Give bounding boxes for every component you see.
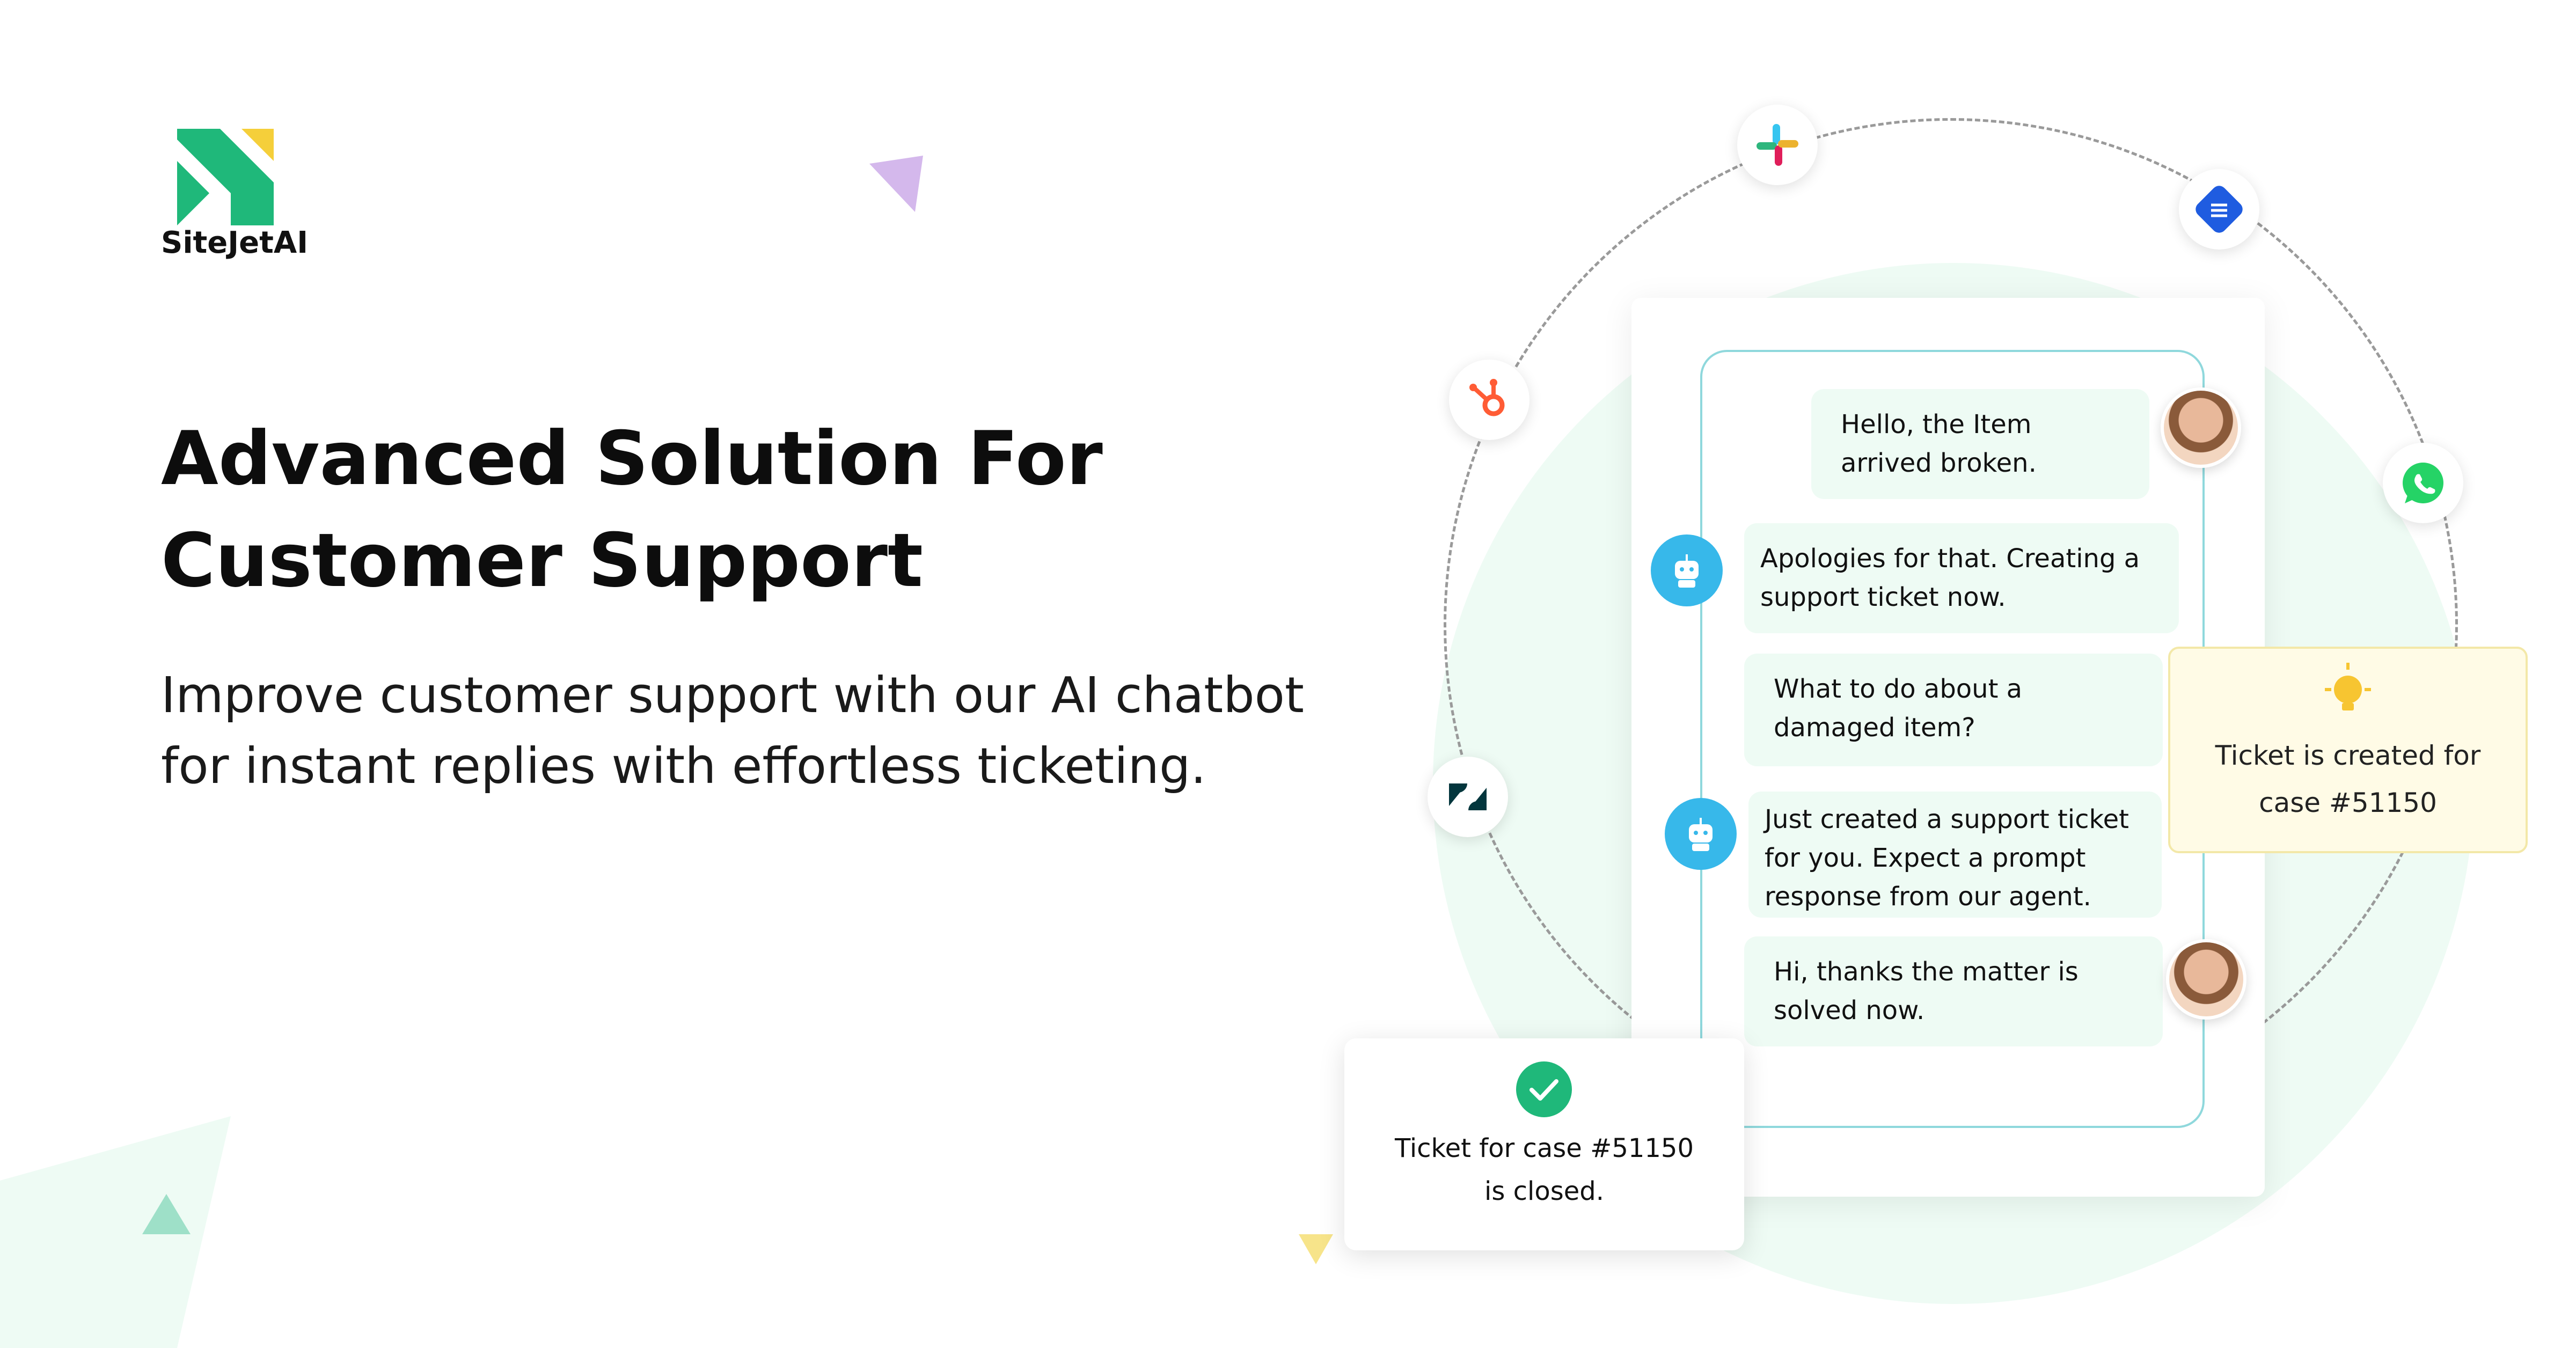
check-circle-icon — [1516, 1061, 1572, 1117]
slack-icon — [1737, 105, 1818, 185]
lightbulb-icon — [2325, 663, 2371, 710]
chat-message-user: Hi, thanks the matter is solved now. — [1744, 936, 2163, 1046]
hubspot-icon — [1449, 360, 1529, 440]
ticket-closed-line-1: Ticket for case #51150 — [1394, 1133, 1694, 1163]
whatsapp-icon — [2383, 443, 2463, 523]
page-subtitle: Improve customer support with our AI cha… — [161, 660, 1342, 802]
intercom-icon — [2179, 169, 2259, 250]
decor-triangle-mint — [0, 1116, 231, 1348]
decor-triangle-yellow — [1299, 1234, 1333, 1264]
page-title-line-1: Advanced Solution For — [161, 415, 1103, 502]
ticket-closed-line-2: is closed. — [1484, 1176, 1604, 1206]
ticket-created-line-1: Ticket is created for — [2215, 740, 2481, 771]
page-subtitle-line-1: Improve customer support with our AI cha… — [161, 666, 1304, 724]
ticket-created-line-2: case #51150 — [2259, 787, 2437, 818]
bot-avatar-icon — [1665, 798, 1737, 870]
page-title-line-2: Customer Support — [161, 517, 923, 604]
chat-message-bot: Just created a support ticket for you. E… — [1748, 792, 2162, 918]
brand-name: SiteJetAI — [161, 225, 309, 260]
user-avatar — [2166, 939, 2246, 1020]
decor-triangle-purple — [869, 156, 923, 212]
zendesk-icon — [1428, 757, 1508, 837]
chat-message-user: Hello, the Item arrived broken. — [1811, 389, 2149, 499]
user-avatar — [2161, 387, 2241, 468]
decor-triangle-teal — [142, 1194, 191, 1234]
sitejet-logo-icon — [177, 129, 274, 225]
chat-message-user: What to do about a damaged item? — [1744, 654, 2163, 766]
page-subtitle-line-2: for instant replies with effortless tick… — [161, 737, 1206, 795]
bot-avatar-icon — [1651, 534, 1723, 606]
page-title: Advanced Solution For Customer Support — [161, 408, 1234, 612]
chat-message-bot: Apologies for that. Creating a support t… — [1744, 523, 2179, 633]
